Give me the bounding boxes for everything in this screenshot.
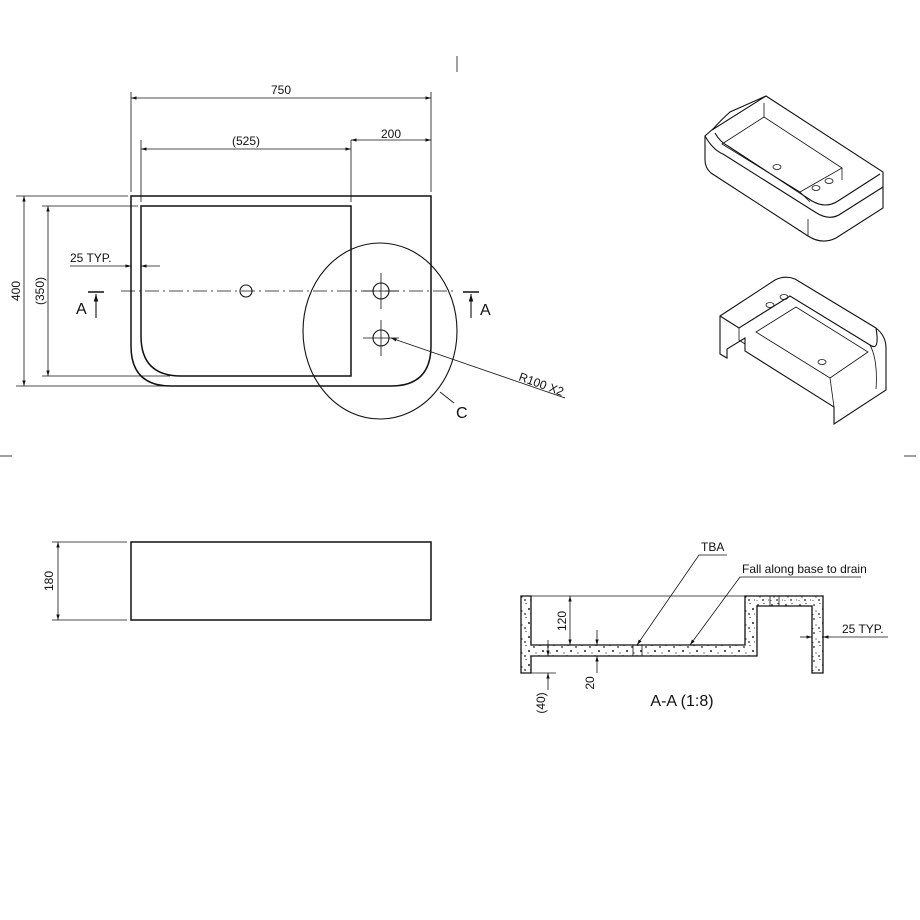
sheet-marks [0, 56, 916, 457]
dim-overall-depth: 400 [9, 281, 23, 301]
dim-height: 180 [42, 571, 56, 591]
dim-radius: R100 X2 [517, 370, 566, 399]
svg-text:A: A [76, 301, 87, 318]
drain-hole [239, 284, 253, 298]
bowl-outline [140, 205, 352, 377]
tap-hole-1 [363, 273, 399, 309]
detail-label: C [456, 405, 468, 422]
section-mark-left: A [76, 291, 104, 318]
detail-circle [302, 242, 458, 420]
dim-deck-width: 200 [381, 127, 401, 141]
tap-hole-2 [363, 320, 399, 356]
svg-text:A: A [480, 302, 491, 319]
dim-overall-base: (40) [534, 692, 548, 713]
dim-bowl-width: (525) [232, 134, 260, 148]
front-view: 180 [42, 541, 432, 621]
note-fall: Fall along base to drain [742, 562, 867, 576]
basin-outline [130, 195, 432, 387]
section-body [520, 595, 824, 674]
isometric-view-bottom [719, 276, 887, 426]
note-tba: TBA [701, 540, 724, 554]
front-outline [130, 541, 432, 621]
section-title: A-A (1:8) [650, 693, 713, 710]
dim-wall: 25 TYP. [842, 622, 884, 636]
dim-base-thickness: 20 [583, 676, 597, 690]
section-mark-right: A [463, 291, 491, 319]
dim-overall-width: 750 [271, 83, 291, 97]
dim-inner-depth: 120 [555, 611, 569, 631]
dim-bowl-depth: (350) [33, 277, 47, 305]
plan-view: C 750 (525) 200 400 (350) 25 TYP. [9, 83, 566, 422]
isometric-view-top [704, 95, 884, 242]
dim-wall-thickness: 25 TYP. [70, 251, 112, 265]
section-view: 120 20 (40) TBA Fall along base to drain… [520, 540, 888, 714]
